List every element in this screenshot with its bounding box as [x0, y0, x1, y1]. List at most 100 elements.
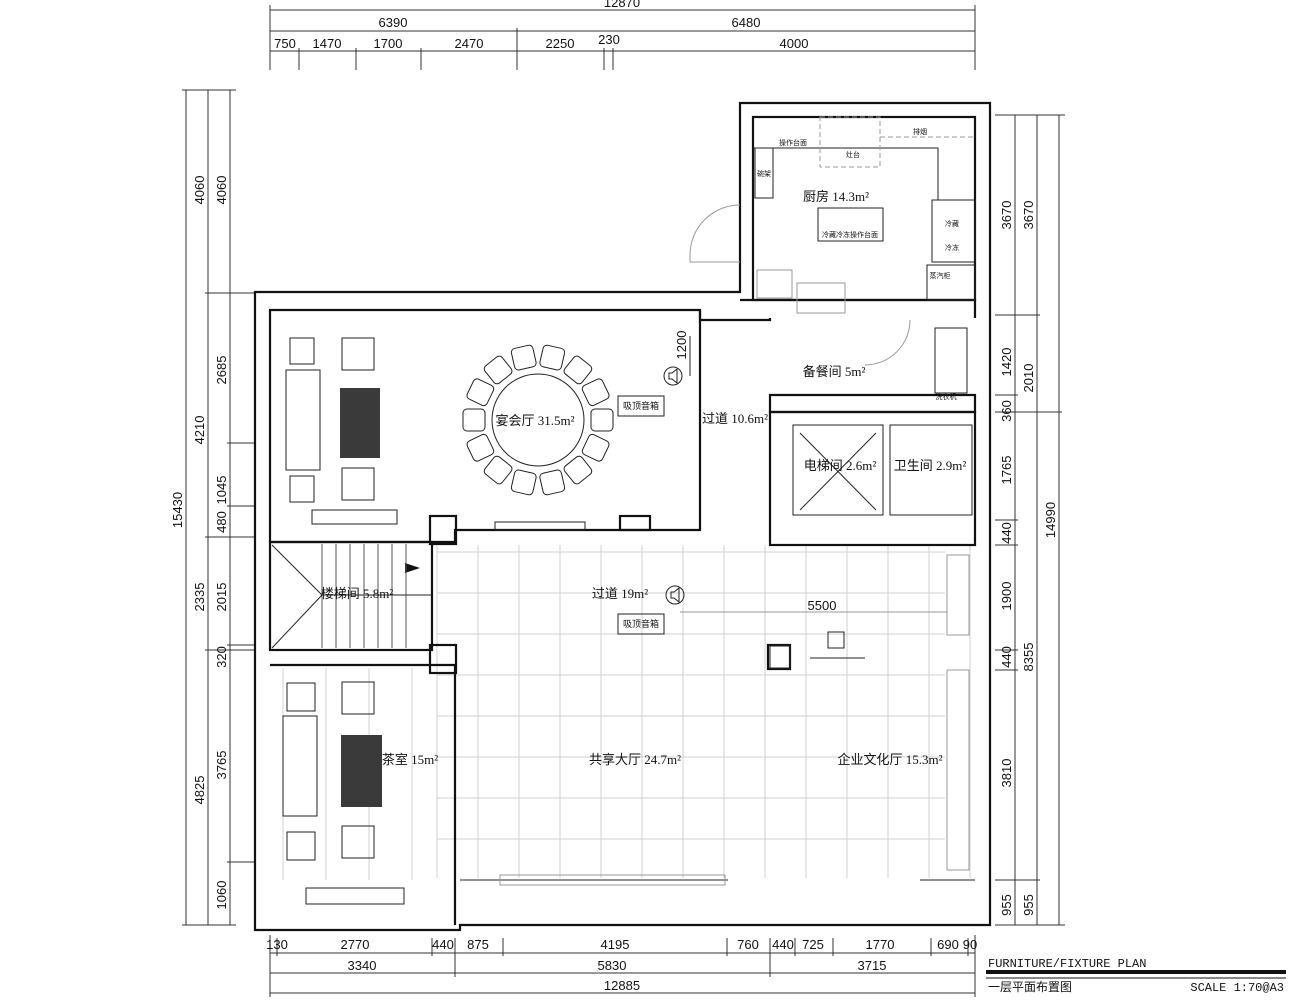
speaker-glyph-icon: [670, 586, 680, 604]
room-kitchen: 厨房 14.3m²: [803, 189, 869, 204]
right-dimensions: 3670 1420 360 1765 440 1900 440 3810 955…: [995, 114, 1065, 926]
side-table: [286, 682, 316, 712]
display-wall: [946, 669, 970, 871]
label-counter: 操作台面: [779, 138, 807, 147]
label-dish-rack: 碗架: [757, 169, 771, 178]
side-table: [289, 475, 315, 503]
dim-right-detail: 440: [999, 646, 1014, 668]
dim-top-mid: 6390: [379, 15, 408, 30]
elevator-cross: [799, 432, 877, 511]
dim-left-mid: 2335: [192, 583, 207, 612]
pantry-door-swing: [864, 319, 911, 366]
dim-right-mid: 3670: [1021, 201, 1036, 230]
dim-top-detail: 1470: [313, 36, 342, 51]
column: [428, 643, 458, 675]
dim-right-detail: 360: [999, 400, 1014, 422]
stair-landing-line: [271, 594, 323, 649]
dim-left-total: 15430: [170, 492, 185, 528]
label-steamer: 蒸汽柜: [930, 271, 951, 280]
dim-right-detail: 440: [999, 522, 1014, 544]
dim-right-detail: 1900: [999, 582, 1014, 611]
dining-chair: [581, 378, 610, 407]
dim-bottom-mid: 3715: [858, 958, 887, 973]
dining-chair: [466, 378, 495, 407]
side-table: [286, 831, 316, 861]
fridge-unit: [931, 199, 976, 263]
stair-direction-arrow: [405, 563, 420, 573]
dim-right-mid: 2010: [1021, 364, 1036, 393]
dim-bottom-total: 12885: [604, 978, 640, 993]
dim-left-detail: 1045: [214, 476, 229, 505]
armchair: [341, 467, 375, 501]
dim-bottom-detail: 760: [737, 937, 759, 952]
armchair: [341, 681, 375, 715]
label-freezer: 冷冻: [945, 243, 959, 252]
dim-left-detail: 1060: [214, 881, 229, 910]
dining-chair: [510, 344, 537, 371]
speaker-label: 吸顶音箱: [623, 400, 659, 411]
ceiling-speaker-icon: [665, 585, 685, 605]
dining-chair: [563, 355, 593, 385]
speaker-label-box: [617, 613, 665, 635]
drawing-scale: SCALE 1:70@A3: [1190, 981, 1284, 995]
dim-left-mid: 4060: [192, 176, 207, 205]
bathroom-wall: [889, 424, 973, 516]
title-block: FURNITURE/FIXTURE PLAN 一层平面布置图 SCALE 1:7…: [986, 957, 1286, 995]
dim-right-mid: 955: [1021, 894, 1036, 916]
dim-right-mid: 8355: [1021, 643, 1036, 672]
stair-landing-line: [271, 544, 323, 596]
label-stove: 灶台: [846, 150, 860, 159]
dim-top-detail: 2250: [546, 36, 575, 51]
kitchen-fixtures: 操作台面 排烟 灶台 碗架 冷藏冷冻操作台面 冷藏 冷冻 蒸汽柜 洗衣机: [753, 116, 976, 401]
side-table: [289, 337, 315, 365]
dim-right-detail: 955: [999, 894, 1014, 916]
dim-top-detail: 230: [598, 32, 620, 47]
sink: [756, 269, 793, 299]
dim-bottom-detail: 2770: [341, 937, 370, 952]
tea-room-furniture: [282, 681, 405, 905]
dining-chair: [466, 433, 495, 462]
column: [618, 514, 652, 532]
dim-left-mid: 4825: [192, 776, 207, 805]
dim-left-detail: 3765: [214, 751, 229, 780]
dim-speaker-drop: 1200: [674, 331, 689, 360]
room-corridor-upper: 过道 10.6m²: [702, 411, 768, 426]
bottom-dimensions: 130 2770 440 875 4195 760 440 725 1770 6…: [266, 935, 977, 997]
dim-right-detail: 1420: [999, 348, 1014, 377]
dim-bottom-detail: 440: [432, 937, 454, 952]
dim-top-detail: 2470: [455, 36, 484, 51]
label-washer: 洗衣机: [936, 392, 957, 401]
console-table: [305, 887, 405, 905]
speaker-label: 吸顶音箱: [623, 618, 659, 629]
speaker-label-box: [617, 395, 665, 417]
dim-bottom-detail: 1770: [866, 937, 895, 952]
dim-right-detail: 3670: [999, 201, 1014, 230]
dim-bottom-mid: 5830: [598, 958, 627, 973]
display-cabinet: [946, 554, 970, 636]
dim-left-detail: 4060: [214, 176, 229, 205]
fridge-counter-island: [817, 207, 884, 242]
dining-chair: [462, 408, 486, 432]
left-dimensions: 15430 4060 4210 2335 4825 4060 2685 1045…: [170, 89, 255, 926]
service-core-wall: [768, 410, 977, 547]
dim-right-detail: 3810: [999, 759, 1014, 788]
dim-bottom-detail: 875: [467, 937, 489, 952]
dim-hall-width: 5500: [808, 598, 837, 613]
room-corridor-main: 过道 19m²: [592, 586, 648, 601]
room-culture-hall: 企业文化厅 15.3m²: [837, 752, 942, 767]
carpet: [341, 735, 382, 807]
sofa: [285, 369, 321, 471]
elevator-shaft: [792, 424, 884, 516]
dining-chair: [563, 455, 593, 485]
room-stairs: 楼梯间 5.8m²: [321, 586, 394, 601]
dining-chair: [590, 408, 614, 432]
floor-tile-grid: [282, 545, 971, 880]
dim-left-detail: 320: [214, 646, 229, 668]
title-rule-thick: [986, 970, 1286, 974]
speaker-1: 吸顶音箱 1200: [617, 331, 691, 417]
armchair: [341, 825, 375, 859]
banquet-furniture: [285, 337, 614, 531]
dim-left-mid: 4210: [192, 416, 207, 445]
exterior-wall-outer: [253, 101, 992, 932]
